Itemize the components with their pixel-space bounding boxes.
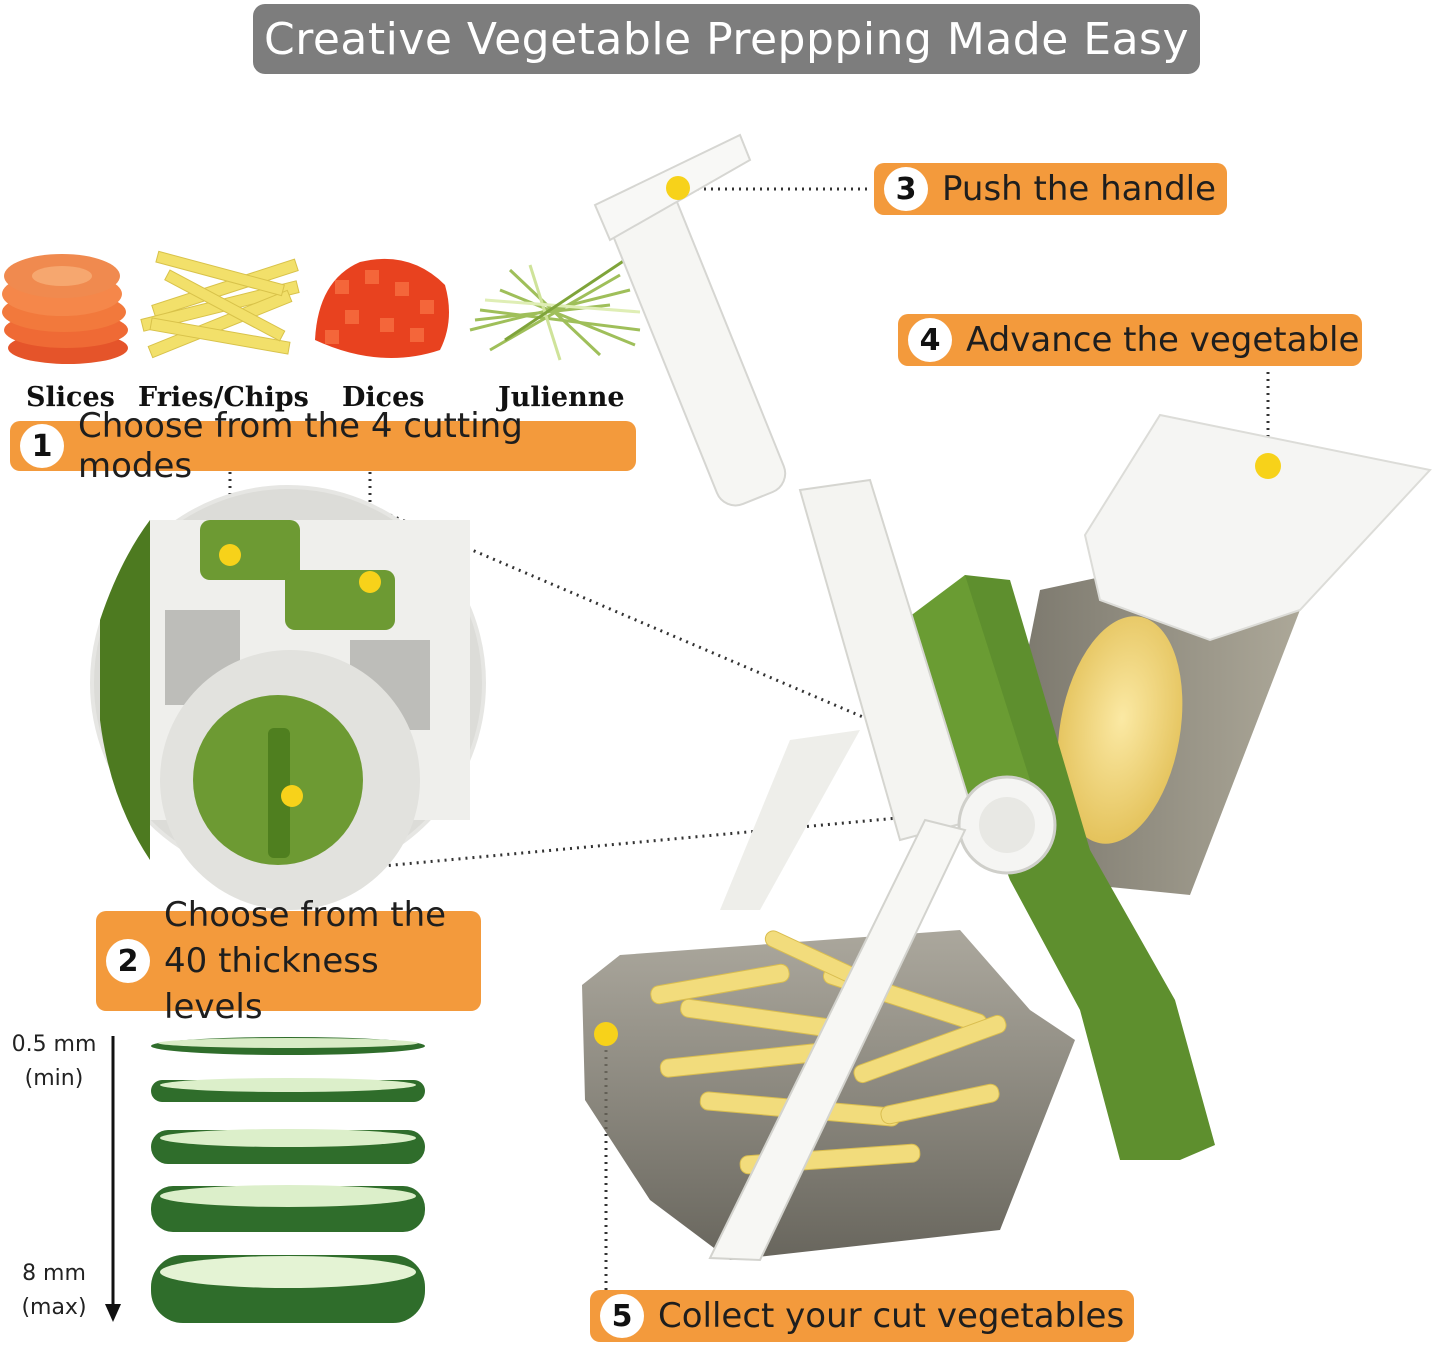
step-5-banner: 5 Collect your cut vegetables [590, 1290, 1134, 1342]
thickness-min-label: 0.5 mm (min) [4, 1028, 104, 1096]
step-number: 2 [106, 939, 150, 983]
fries-icon [140, 250, 300, 359]
step-text: Collect your cut vegetables [658, 1296, 1125, 1336]
mode-label-slices: Slices [26, 382, 115, 413]
mode-label-fries: Fries/Chips [138, 382, 309, 413]
step-text-line1: Choose from the [164, 895, 447, 935]
thickness-min-note: (min) [24, 1066, 84, 1091]
zoom-detail [90, 485, 486, 910]
step-number: 4 [908, 318, 952, 362]
thickness-max-value: 8 mm [22, 1261, 86, 1286]
step-number: 1 [20, 424, 64, 468]
thickness-max-note: (max) [21, 1295, 87, 1320]
marker-dots [219, 176, 1281, 1046]
slices-icon [2, 254, 128, 364]
step-2-banner: 2 Choose from the 40 thickness levels [96, 895, 481, 1027]
mode-label-dices: Dices [342, 382, 425, 413]
julienne-icon [469, 258, 641, 361]
step-text-line2: 40 thickness levels [164, 941, 379, 1027]
thickness-max-label: 8 mm (max) [4, 1257, 104, 1325]
step-text: Choose from the 4 cutting modes [78, 406, 523, 486]
step-1-banner: 1 Choose from the 4 cutting modes [10, 406, 636, 486]
step-3-banner: 3 Push the handle [874, 163, 1227, 215]
mode-label-julienne: Julienne [498, 382, 625, 413]
step-number: 5 [600, 1294, 644, 1338]
slicer-device [582, 133, 1432, 1262]
step-text: Advance the vegetable [966, 320, 1360, 360]
step-4-banner: 4 Advance the vegetable [898, 314, 1362, 366]
thickness-slices [151, 1037, 425, 1323]
step-number: 3 [884, 167, 928, 211]
step-text: Push the handle [942, 169, 1217, 209]
page-title: Creative Vegetable Preppping Made Easy [253, 4, 1200, 74]
thickness-min-value: 0.5 mm [11, 1032, 97, 1057]
dices-icon [315, 258, 449, 358]
